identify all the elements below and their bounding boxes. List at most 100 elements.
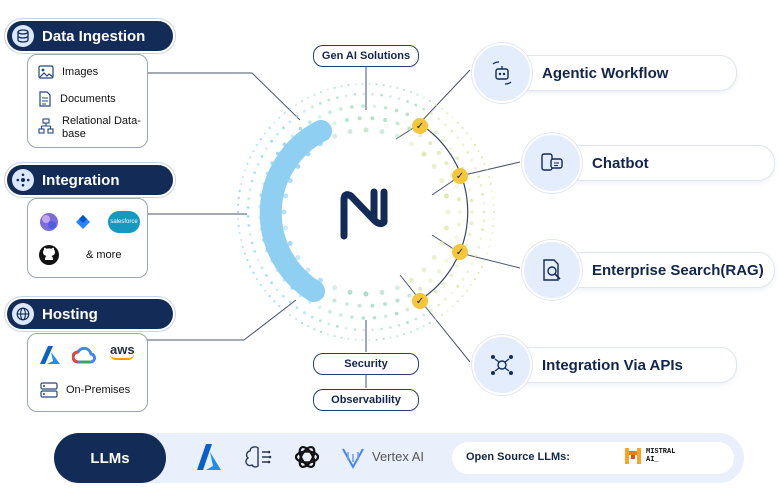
ring-dot [493,211,495,213]
ring-dot [474,144,476,146]
data-ingestion-header: Data Ingestion [7,21,173,51]
ring-dot [430,112,433,115]
ring-dot [396,121,400,125]
ring-dot [253,250,256,253]
ring-dot [318,306,322,310]
ring-dot [260,138,262,140]
ring-dot [238,197,240,199]
image-icon [38,65,54,79]
document-icon [38,91,52,107]
ring-dot [270,140,273,143]
check-badge-3: ✓ [452,244,468,260]
ring-dot [458,210,462,214]
api-network-icon [472,335,532,395]
ring-dot [311,106,314,109]
ring-dot [409,141,414,146]
list-item: On-Premises [40,382,130,398]
ring-dot [414,104,417,107]
ring-dot [327,323,330,326]
ring-dot [296,115,299,118]
ring-dot [482,220,485,223]
ring-dot [319,319,322,322]
ring-dot [328,310,332,314]
ring-dot [488,246,490,248]
ring-dot [490,239,492,241]
ring-dot [314,328,316,330]
ring-dot [493,204,495,206]
ring-dot [486,253,488,255]
ring-dot [249,156,251,158]
ring-dot [423,325,425,327]
ring-dot [240,239,242,241]
ring-dot [247,206,250,209]
ring-dot [376,339,378,341]
ring-dot [481,228,484,231]
database-icon [12,25,34,47]
ring-dot [435,318,437,320]
ring-dot [371,93,374,96]
ring-dot [482,202,485,205]
ring-dot [264,290,266,292]
ring-dot [383,118,387,122]
ring-dot [347,84,349,86]
ring-dot [327,89,329,91]
item-label-continued: base [62,128,141,141]
ring-dot [444,194,449,199]
ring-dot [371,328,374,331]
ring-dot [446,310,448,312]
ring-dot [256,278,258,280]
ring-dot [242,246,244,248]
ring-dot [251,242,254,245]
ring-dot [452,305,454,307]
list-item: Documents [38,91,116,107]
ring-dot [237,218,239,220]
solution-chatbot: Chatbot [555,145,775,181]
gen-ai-solutions-chip: Gen AI Solutions [313,45,419,67]
ring-dot [446,210,451,215]
ring-dot [253,171,256,174]
ring-dot [470,138,472,140]
ring-dot [319,102,322,105]
ring-dot [350,315,354,319]
ring-dot [354,328,357,331]
ring-dot [350,105,354,109]
ring-dot [348,290,353,295]
ring-dot [311,316,314,319]
ring-dot [362,93,365,96]
vertex-ai-logo-icon [340,443,366,471]
ring-dot [257,163,260,166]
ring-dot [478,272,480,274]
mistral-logo-icon [624,447,642,465]
ring-dot [283,226,288,231]
ring-dot [284,310,286,312]
ring-dot [480,184,483,187]
ring-dot [251,180,254,183]
solution-label: Agentic Workflow [542,65,668,82]
ring-dot [384,106,388,110]
check-badge-4: ✓ [412,293,428,309]
ring-dot [470,210,474,214]
ring-dot [370,304,374,308]
ring-dot [481,156,483,158]
ring-dot [470,284,472,286]
ring-dot [410,331,412,333]
ring-dot [405,308,409,312]
ring-dot [444,226,449,231]
ring-dot [398,97,401,100]
ring-dot [395,312,399,316]
ring-dot [318,115,322,119]
ring-dot [452,117,454,119]
ring-dot [455,235,459,239]
ring-dot [416,328,418,330]
ring-dot [354,339,356,341]
ring-dot [276,288,279,291]
ring-dot [308,120,312,124]
ring-dot [361,339,363,341]
ring-dot [370,116,374,120]
ring-dot [478,150,480,152]
ring-dot [444,298,447,301]
ring-dot [442,282,446,286]
ring-dot [428,279,432,283]
aws-text: aws [110,342,135,357]
ring-dot [284,112,286,114]
